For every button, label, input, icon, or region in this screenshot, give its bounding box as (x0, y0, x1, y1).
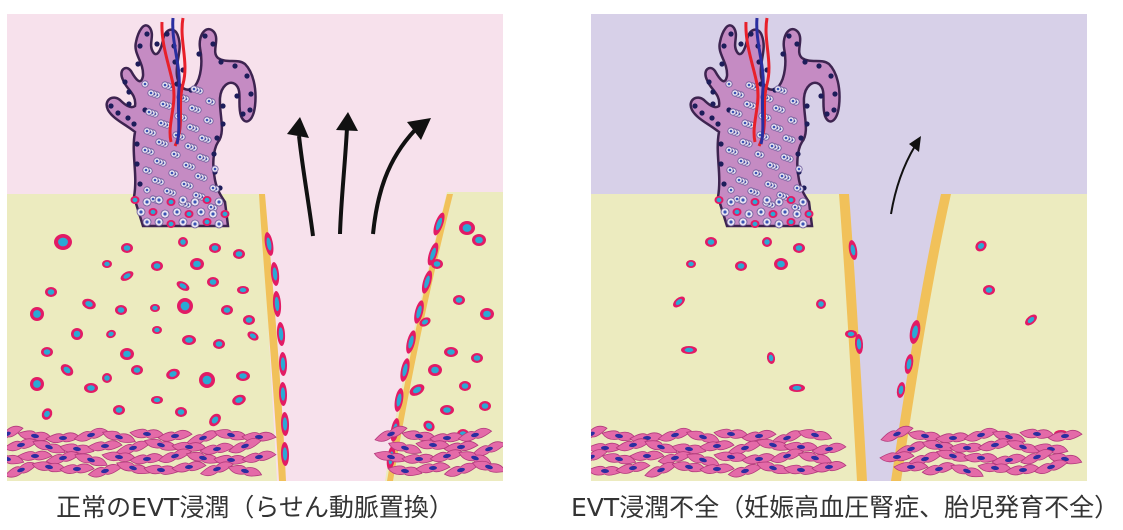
deficient-invasion-diagram (591, 14, 1087, 481)
syncytial-nucleus (718, 141, 723, 146)
syncytial-nucleus (824, 111, 829, 116)
syncytial-nucleus (794, 41, 799, 46)
syncytial-nucleus (154, 41, 159, 46)
syncytial-nucleus (218, 59, 223, 64)
syncytial-nucleus (828, 73, 833, 78)
caption-normal-invasion: 正常のEVT浸潤（らせん動脈置換） (7, 491, 503, 525)
syncytial-nucleus (234, 93, 239, 98)
syncytial-nucleus (115, 110, 120, 115)
syncytial-nucleus (710, 101, 715, 106)
syncytial-nucleus (214, 135, 219, 140)
syncytial-nucleus (125, 115, 130, 120)
syncytial-nucleus (710, 89, 715, 94)
panel-deficient-invasion (591, 14, 1087, 481)
syncytial-nucleus (692, 103, 697, 108)
syncytial-nucleus (798, 135, 803, 140)
syncytial-nucleus (699, 110, 704, 115)
syncytial-nucleus (240, 111, 245, 116)
syncytial-nucleus (220, 121, 225, 126)
syncytial-nucleus (718, 161, 723, 166)
syncytial-nucleus (220, 103, 225, 108)
syncytial-nucleus (108, 103, 113, 108)
syncytial-nucleus (786, 33, 791, 38)
syncytial-nucleus (202, 33, 207, 38)
panel-normal-invasion (7, 14, 503, 481)
syncytial-nucleus (126, 89, 131, 94)
syncytial-nucleus (748, 31, 753, 36)
syncytial-nucleus (210, 41, 215, 46)
syncytial-nucleus (816, 63, 821, 68)
syncytial-nucleus (134, 161, 139, 166)
syncytial-nucleus (134, 141, 139, 146)
syncytial-nucleus (832, 91, 837, 96)
syncytial-nucleus (126, 101, 131, 106)
syncytial-nucleus (802, 59, 807, 64)
syncytial-nucleus (719, 61, 724, 66)
syncytial-nucleus (780, 51, 785, 56)
syncytial-nucleus (804, 121, 809, 126)
syncytial-nucleus (137, 181, 142, 186)
syncytial-nucleus (244, 73, 249, 78)
syncytial-nucleus (164, 31, 169, 36)
syncytial-nucleus (135, 61, 140, 66)
syncytial-nucleus (709, 115, 714, 120)
syncytial-nucleus (131, 121, 136, 126)
syncytial-nucleus (211, 151, 216, 156)
syncytial-nucleus (247, 107, 252, 112)
caption-deficient-invasion: EVT浸潤不全（妊娠高血圧腎症、胎児発育不全） (571, 491, 1111, 525)
syncytial-nucleus (721, 43, 726, 48)
syncytial-nucleus (818, 93, 823, 98)
syncytial-nucleus (122, 79, 127, 84)
syncytial-nucleus (248, 91, 253, 96)
syncytial-nucleus (706, 79, 711, 84)
syncytial-nucleus (232, 63, 237, 68)
syncytial-nucleus (795, 151, 800, 156)
syncytial-nucleus (738, 41, 743, 46)
normal-invasion-diagram (7, 14, 503, 481)
syncytial-nucleus (831, 107, 836, 112)
syncytial-nucleus (721, 181, 726, 186)
syncytial-nucleus (196, 51, 201, 56)
syncytial-nucleus (137, 43, 142, 48)
syncytial-nucleus (728, 31, 733, 36)
syncytial-nucleus (804, 103, 809, 108)
syncytial-nucleus (144, 31, 149, 36)
syncytial-nucleus (715, 121, 720, 126)
